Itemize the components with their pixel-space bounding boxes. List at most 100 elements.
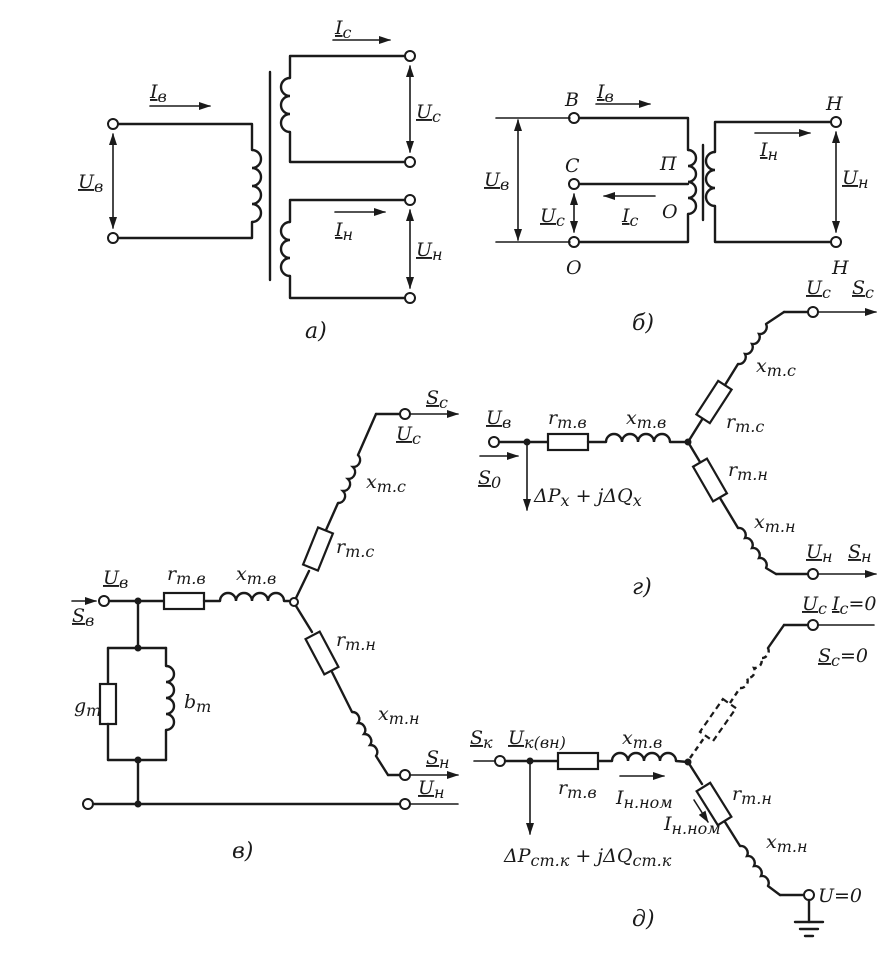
v-upper-wire-1 xyxy=(294,569,311,600)
v-sv-label: Sв xyxy=(72,605,94,630)
a-sec-n-top-wire xyxy=(288,198,412,224)
v-lower-wire-3 xyxy=(374,754,390,777)
d-x-tn-label: xт.н xyxy=(766,831,808,856)
v-b-t-label: bт xyxy=(184,691,211,716)
a-caption: а) xyxy=(305,319,327,344)
d-u-zero-label: U=0 xyxy=(818,885,862,907)
a-primary-bottom-wire xyxy=(111,220,254,240)
v-sc-label: Sс xyxy=(426,387,448,412)
g-r-tn-label: rт.н xyxy=(728,459,768,484)
diagram-g: Uв S0 rт.в xт.в ΔPx + jΔQx Uс Sс xт.с rт… xyxy=(478,277,877,600)
d-i-nom-arrow-2 xyxy=(693,799,709,823)
b-iv-label: Iв xyxy=(596,81,614,106)
v-return-terminal-right xyxy=(399,798,411,810)
g-un-label: Uн xyxy=(806,541,833,566)
v-b-t-coil xyxy=(165,664,176,732)
a-sec-n-coil xyxy=(279,220,291,278)
d-upper-dashed-wire-1 xyxy=(689,737,705,759)
v-input-terminal xyxy=(98,595,110,607)
a-in-label: Iн xyxy=(334,219,353,244)
v-x-ts-label: xт.с xyxy=(366,471,406,496)
d-lower-wire-2 xyxy=(723,820,742,848)
diagram-d: Sк Uк(вн) xт.в rт.в Iн.ном Iн.ном ΔPст.к… xyxy=(470,593,877,938)
d-upper-dashed-resistor xyxy=(698,697,738,743)
b-terminal-n-bottom xyxy=(830,236,842,248)
a-c-terminal-top xyxy=(404,50,416,62)
b-node-s: С xyxy=(565,155,580,177)
v-x-tv-coil xyxy=(218,591,286,602)
v-x-ts-coil xyxy=(337,454,362,505)
g-x-ts-label: xт.с xyxy=(756,355,796,380)
v-c-terminal xyxy=(399,408,411,420)
d-r-tv-label: rт.в xyxy=(558,777,597,802)
a-n-terminal-bottom xyxy=(404,292,416,304)
v-uc-label: Uс xyxy=(396,423,421,448)
diagram-a: Iв Uв Iс Uс Iн Uн а) xyxy=(78,17,443,344)
b-bottom-wire xyxy=(572,212,690,244)
a-primary-top-wire xyxy=(111,122,254,152)
v-star-node xyxy=(289,597,299,607)
b-uv-label: Uв xyxy=(484,169,509,194)
b-sec-bottom-wire xyxy=(713,204,838,244)
b-node-n-top: Н xyxy=(825,93,843,115)
g-upper-wire-3 xyxy=(764,310,786,326)
a-uv-label: Uв xyxy=(78,171,103,196)
v-lower-wire-1 xyxy=(294,604,314,634)
g-lower-wire-1 xyxy=(686,440,702,464)
a-uc-label: Uс xyxy=(416,101,441,126)
a-primary-terminal-bottom xyxy=(107,232,119,244)
b-un-label: Uн xyxy=(842,167,869,192)
a-n-terminal-top xyxy=(404,194,416,206)
g-r-tv-label: rт.в xyxy=(548,407,587,432)
b-ic-label: Iс xyxy=(621,205,639,230)
b-auto-coil-upper xyxy=(687,148,698,184)
v-upper-wire-2 xyxy=(324,501,340,532)
v-n-terminal xyxy=(399,769,411,781)
a-primary-coil xyxy=(251,148,263,224)
d-sk-label: Sк xyxy=(470,727,493,752)
g-c-terminal xyxy=(807,306,819,318)
g-r-tv-resistor xyxy=(546,432,590,452)
g-caption: г) xyxy=(632,575,652,600)
a-c-terminal-bottom xyxy=(404,156,416,168)
b-caption: б) xyxy=(632,311,654,336)
d-upper-dashed-wire-2 xyxy=(729,687,741,704)
b-node-o-mid: О xyxy=(662,201,678,223)
b-node-o-bottom: О xyxy=(566,257,582,279)
v-return-terminal-left xyxy=(82,798,94,810)
d-lower-wire-1 xyxy=(686,760,704,786)
g-lower-wire-2 xyxy=(718,496,740,530)
b-node-v: В xyxy=(564,89,579,111)
d-i-nom-label-2: Iн.ном xyxy=(663,813,721,838)
v-return-node xyxy=(134,800,142,808)
d-uk-label: Uк(вн) xyxy=(508,727,566,752)
b-sec-coil xyxy=(704,150,716,208)
a-iv-label: Iв xyxy=(149,81,167,106)
v-g-t-resistor xyxy=(98,682,118,726)
v-sn-label: Sн xyxy=(426,747,450,772)
d-i-nom-label-1: Iн.ном xyxy=(615,787,673,812)
d-upper-wire-3 xyxy=(766,623,786,650)
g-input-terminal xyxy=(488,436,500,448)
g-upper-wire-2 xyxy=(723,362,740,387)
v-lower-wire-2 xyxy=(330,670,354,714)
g-lower-wire-3 xyxy=(764,566,778,576)
g-uc-label: Uс xyxy=(806,277,831,302)
d-r-tn-label: rт.н xyxy=(732,783,772,808)
v-caption: в) xyxy=(232,839,253,864)
d-loss-label: ΔPст.к + jΔQст.к xyxy=(503,845,672,870)
v-x-tn-coil xyxy=(351,710,379,757)
v-x-tv-label: xт.в xyxy=(236,563,276,588)
g-r-ts-label: rт.с xyxy=(726,411,764,436)
b-top-wire xyxy=(572,116,690,152)
v-g-t-label: gт xyxy=(74,695,101,720)
g-s0-label: S0 xyxy=(478,467,501,492)
b-in-label: Iн xyxy=(759,139,778,164)
v-x-tn-label: xт.н xyxy=(378,703,420,728)
v-uv-label: Uв xyxy=(103,567,128,592)
d-x-tv-label: xт.в xyxy=(622,727,662,752)
a-sec-c-bottom-wire xyxy=(288,130,412,164)
a-sec-n-bottom-wire xyxy=(288,274,412,300)
d-caption: д) xyxy=(632,907,655,932)
